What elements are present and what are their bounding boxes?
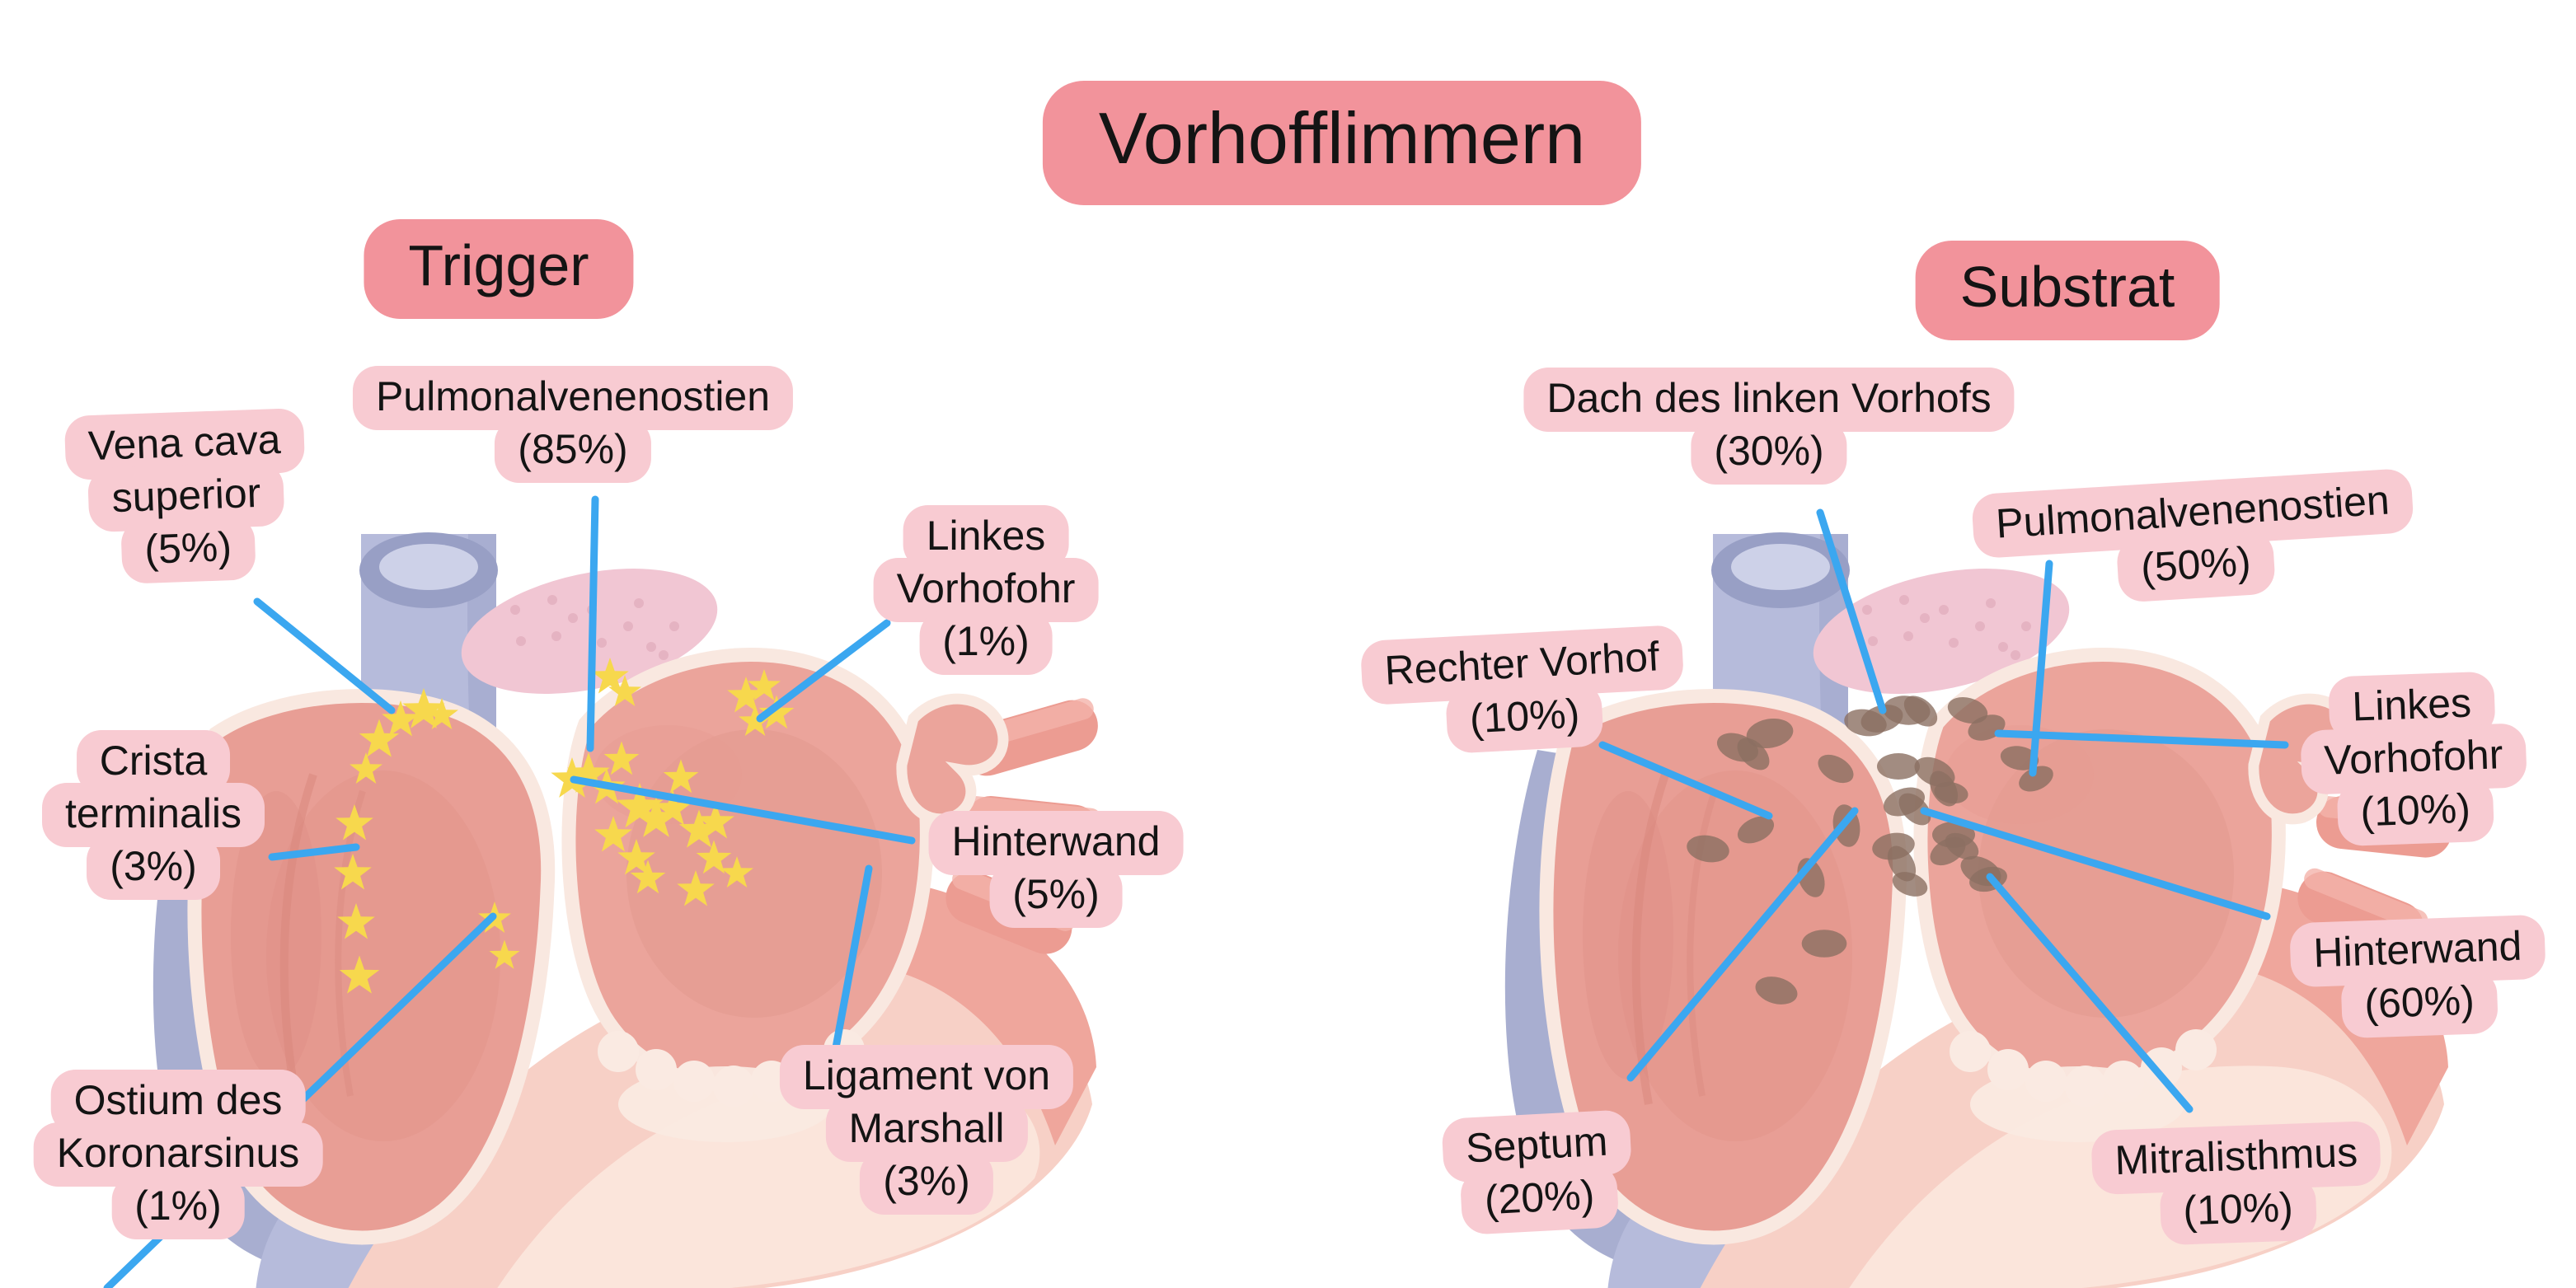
substrat-header: Substrat: [1915, 241, 2220, 340]
label-line: (3%): [87, 836, 220, 900]
label-line: terminalis: [42, 783, 265, 847]
label-line: Hinterwand: [928, 811, 1184, 875]
fibrosis-patch-icon: [1818, 754, 1854, 784]
label-substrat-dach-des-linken-vorhofs: Dach des linken Vorhofs(30%): [1523, 368, 2015, 485]
label-substrat-hinterwand: Hinterwand(60%): [2289, 914, 2548, 1041]
label-line: (30%): [1691, 420, 1847, 485]
label-trigger-hinterwand: Hinterwand(5%): [928, 811, 1184, 928]
label-substrat-septum: Septum(20%): [1441, 1109, 1635, 1236]
label-line: (20%): [1460, 1163, 1620, 1235]
label-line: (1%): [111, 1175, 245, 1239]
label-line: (5%): [989, 864, 1123, 928]
fibrosis-patch-icon: [1877, 753, 1920, 780]
label-trigger-pulmonalvenenostien: Pulmonalvenenostien(85%): [352, 366, 794, 483]
label-line: (10%): [2159, 1175, 2318, 1246]
fibrosis-patch-icon: [1947, 696, 1988, 724]
fibrosis-patch-icon: [1934, 781, 1968, 804]
label-line: (1%): [919, 611, 1053, 675]
fibrosis-patch-icon: [1801, 930, 1847, 958]
label-line: (50%): [2116, 529, 2276, 603]
fibrosis-patch-icon: [1903, 696, 1938, 727]
page-title: Vorhofflimmern: [1042, 81, 1642, 205]
label-line: (10%): [1445, 681, 1605, 754]
label-line: Ligament von: [779, 1045, 1074, 1109]
label-line: (5%): [120, 515, 256, 584]
label-line: (3%): [860, 1150, 993, 1215]
label-line: (60%): [2340, 968, 2499, 1039]
fibrosis-patch-icon: [1898, 793, 1931, 826]
label-line: (10%): [2336, 776, 2495, 847]
label-substrat-mitralisthmus: Mitralisthmus(10%): [2090, 1120, 2383, 1248]
trigger-header: Trigger: [364, 219, 634, 319]
label-substrat-rechter-vorhof: Rechter Vorhof(10%): [1359, 624, 1687, 758]
fibrosis-patch-icon: [1892, 872, 1928, 897]
fibrosis-patch-icon: [1746, 718, 1794, 749]
label-line: (85%): [495, 419, 651, 483]
